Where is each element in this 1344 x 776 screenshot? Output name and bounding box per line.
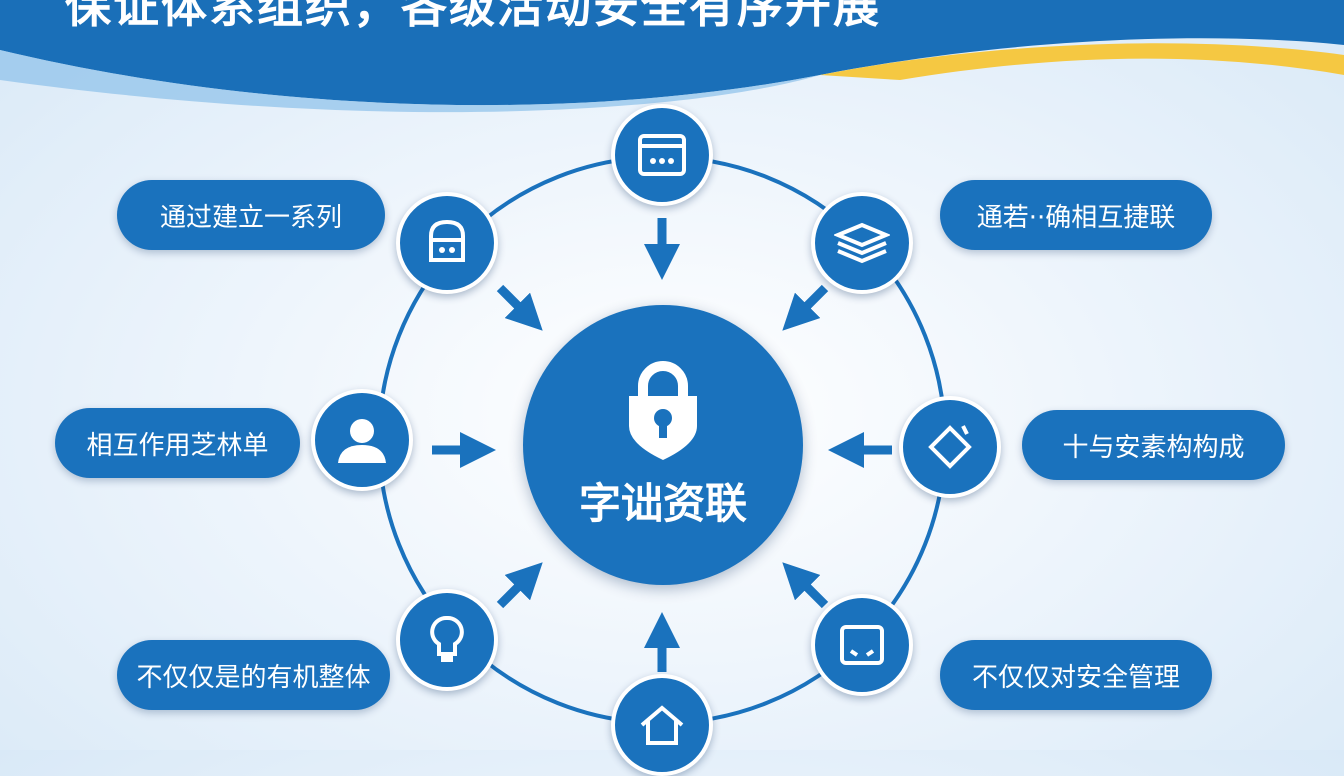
pill-bottom-right: 不仅仅对安全管理 bbox=[940, 640, 1212, 710]
home-icon bbox=[640, 705, 684, 745]
padlock-shield-icon bbox=[629, 361, 697, 460]
document-face-icon bbox=[840, 625, 884, 665]
diamond-tag-icon bbox=[928, 425, 972, 469]
pill-top-left: 通过建立一系列 bbox=[117, 180, 385, 250]
arrow-bottom-right bbox=[782, 562, 829, 609]
node-home[interactable] bbox=[611, 674, 713, 776]
node-browser[interactable] bbox=[611, 104, 713, 206]
pill-top-right: 通若··确相互捷联 bbox=[940, 180, 1212, 250]
node-bucket[interactable] bbox=[396, 192, 498, 294]
pill-left: 相互作用芝林单 bbox=[55, 408, 300, 478]
layers-icon bbox=[834, 222, 890, 264]
center-hub: 字诎资联 bbox=[523, 305, 803, 585]
node-lightbulb[interactable] bbox=[396, 589, 498, 691]
arrow-top-right bbox=[782, 284, 829, 331]
header-banner bbox=[0, 0, 1344, 113]
arrows bbox=[432, 218, 892, 672]
node-diamond[interactable] bbox=[899, 396, 1001, 498]
arrow-bottom-left bbox=[496, 562, 543, 609]
node-user[interactable] bbox=[311, 389, 413, 491]
center-label: 字诎资联 bbox=[578, 479, 747, 528]
node-layers[interactable] bbox=[811, 192, 913, 294]
browser-window-icon bbox=[638, 134, 686, 176]
pill-right: 十与安素构构成 bbox=[1022, 410, 1285, 480]
lightbulb-icon bbox=[430, 616, 464, 662]
node-document[interactable] bbox=[811, 594, 913, 696]
arrow-top-left bbox=[496, 284, 543, 331]
user-icon bbox=[338, 419, 386, 463]
page-title: 保证体系组织，各级活动安全有序开展 bbox=[65, 0, 881, 33]
bucket-icon bbox=[429, 219, 465, 262]
pill-bottom-left: 不仅仅是的有机整体 bbox=[117, 640, 390, 710]
